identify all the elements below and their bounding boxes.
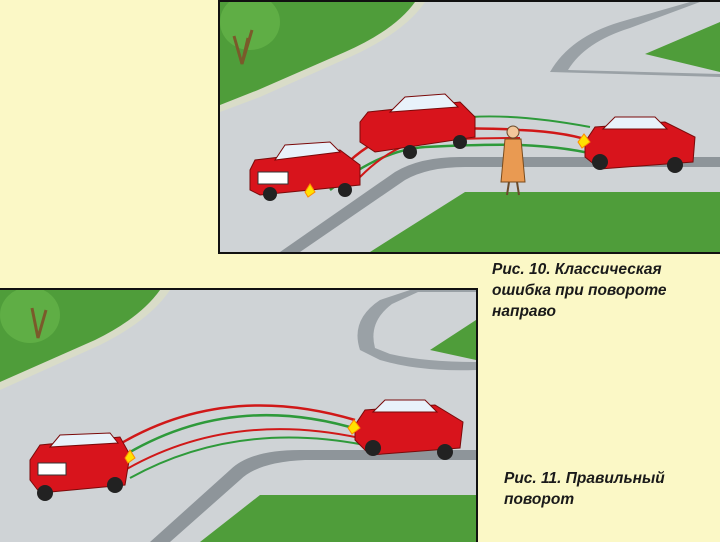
grass-bottom bbox=[200, 495, 476, 542]
car-icon bbox=[359, 93, 476, 159]
figure-10-illustration bbox=[218, 0, 720, 254]
figure-11-caption: Рис. 11. Правильный поворот bbox=[504, 468, 714, 510]
turn-signal-icon bbox=[347, 419, 361, 435]
caption-line: поворот bbox=[504, 491, 575, 508]
caption-line: ошибка при повороте bbox=[492, 282, 667, 299]
pedestrian-icon bbox=[500, 125, 526, 196]
car-icon bbox=[584, 116, 696, 173]
turn-signal-icon bbox=[577, 133, 591, 149]
car-icon bbox=[354, 399, 464, 460]
car-icon bbox=[29, 432, 131, 501]
turn-signal-icon bbox=[124, 449, 136, 464]
grass-bottom bbox=[370, 192, 720, 252]
grass-top-right bbox=[645, 22, 720, 72]
car-icon bbox=[249, 141, 361, 201]
path-green bbox=[119, 413, 361, 460]
turn-signal-icon bbox=[304, 183, 316, 198]
figure-11-illustration bbox=[0, 288, 478, 542]
caption-line: Рис. 11. Правильный bbox=[504, 470, 665, 487]
path-green bbox=[329, 143, 606, 191]
caption-line: Рис. 10. Классическая bbox=[492, 261, 662, 278]
caption-line: направо bbox=[492, 303, 556, 320]
figure-10-caption: Рис. 10. Классическая ошибка при поворот… bbox=[492, 259, 712, 322]
tree-icon bbox=[220, 2, 280, 65]
tree-icon bbox=[0, 290, 60, 343]
path-red bbox=[109, 404, 356, 452]
